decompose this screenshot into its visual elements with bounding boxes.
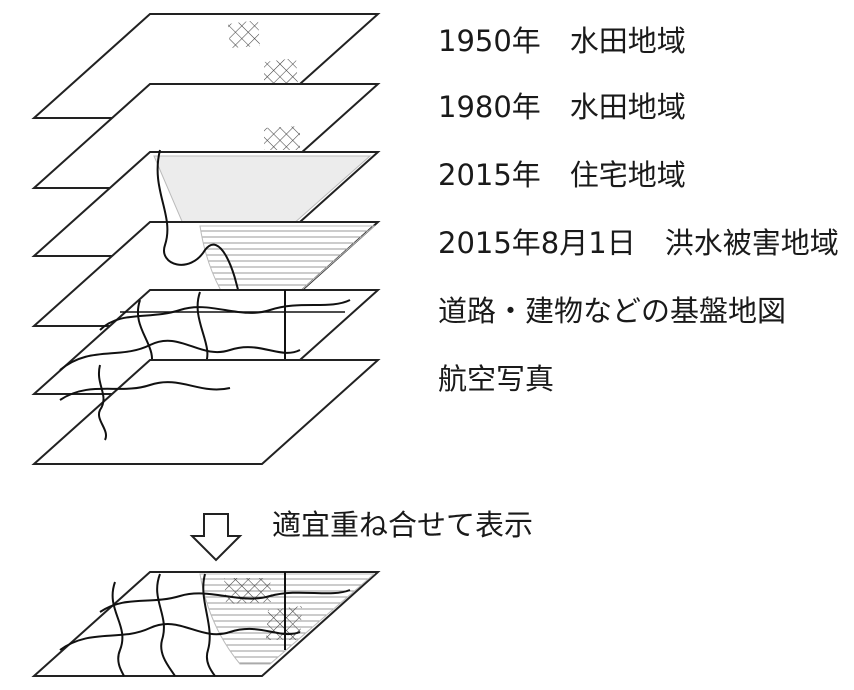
composite-road-line xyxy=(202,573,216,677)
composite-road-line xyxy=(156,573,176,677)
composite-paddy-region xyxy=(224,578,272,604)
down-arrow-icon xyxy=(189,513,243,562)
layer-plane-1950-paddy xyxy=(31,13,381,119)
layer-label-aerial-photo: 航空写真 xyxy=(438,362,555,396)
layer-label-2015-flood: 2015年8月1日 洪水被害地域 xyxy=(438,226,839,260)
layer-label-1950-paddy: 1950年 水田地域 xyxy=(438,24,686,58)
road-line xyxy=(99,299,351,331)
layer-plane-2015-residential xyxy=(31,151,381,257)
layer-label-2015-residential: 2015年 住宅地域 xyxy=(438,158,686,192)
layer-label-1980-paddy: 1980年 水田地域 xyxy=(438,90,686,124)
road-line xyxy=(59,339,301,371)
layer-plane-aerial-photo xyxy=(31,359,381,465)
composite-overlay-plane xyxy=(31,571,381,677)
composite-road-line xyxy=(59,623,301,651)
overlay-caption: 適宜重ね合せて表示 xyxy=(272,508,534,542)
paddy-hatch-region xyxy=(228,20,260,48)
composite-road-line xyxy=(111,581,125,677)
road-line xyxy=(59,381,231,401)
paddy-hatch-region xyxy=(264,58,298,86)
layer-label-base-map: 道路・建物などの基盤地図 xyxy=(438,294,787,328)
paddy-hatch-region xyxy=(264,126,300,150)
road-line xyxy=(97,364,108,441)
composite-road-line xyxy=(99,589,351,613)
